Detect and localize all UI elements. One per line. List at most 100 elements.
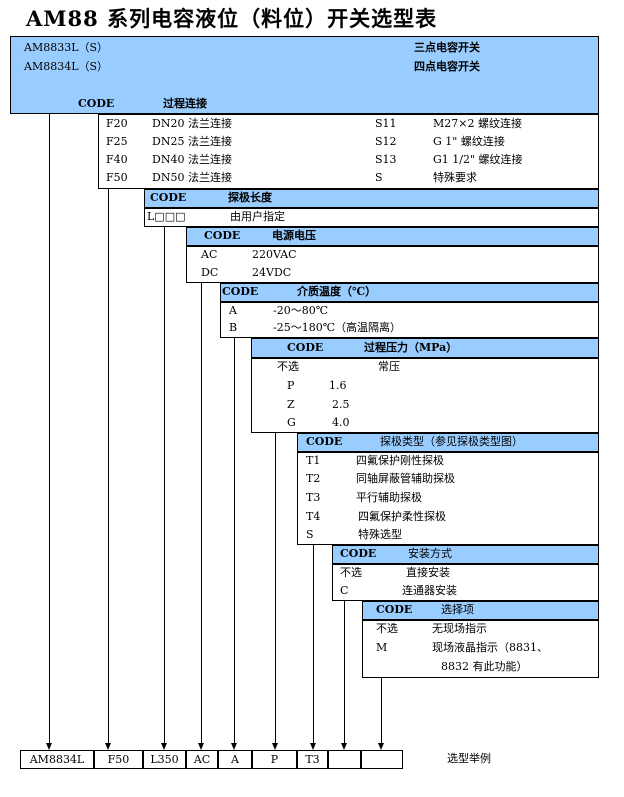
page-title: AM88 系列电容液位（料位）开关选型表	[26, 6, 438, 31]
option-desc: 特殊要求	[433, 171, 477, 184]
option-code: M	[376, 641, 388, 654]
example-label: 选型举例	[447, 752, 491, 765]
section-title-process-pressure: 过程压力（MPa）	[364, 341, 458, 354]
option-code: F25	[106, 135, 128, 148]
option-code: T4	[306, 510, 321, 523]
model-header	[10, 36, 599, 114]
example-cell: AC	[186, 750, 218, 769]
code-label: CODE	[222, 285, 259, 298]
code-label: CODE	[340, 547, 377, 560]
probe-type-header	[297, 433, 599, 452]
section-title-supply-voltage: 电源电压	[272, 229, 316, 242]
option-desc: G 1" 螺纹连接	[433, 135, 505, 148]
option-code: G	[287, 416, 296, 429]
options-table	[362, 620, 599, 678]
supply-voltage-table	[186, 246, 599, 283]
example-cell: T3	[297, 750, 328, 769]
connector-line	[49, 114, 50, 743]
medium-temp-table	[220, 302, 599, 338]
option-desc: 四氟保护刚性探极	[356, 454, 444, 467]
code-label: CODE	[78, 97, 115, 110]
option-code: Z	[287, 398, 295, 411]
connector-line	[108, 189, 109, 743]
option-desc: DN20 法兰连接	[152, 117, 232, 130]
option-desc: 1.6	[329, 379, 347, 392]
option-code: S	[375, 171, 383, 184]
section-title-medium-temp: 介质温度（℃）	[297, 285, 377, 298]
option-code: S11	[375, 117, 397, 130]
option-desc: 直接安装	[406, 566, 450, 579]
option-code: C	[340, 584, 349, 597]
option-desc: 同轴屏蔽管辅助探极	[356, 472, 455, 485]
code-label: CODE	[204, 229, 241, 242]
option-desc: G1 1/2" 螺纹连接	[433, 153, 523, 166]
arrow-icon	[105, 743, 111, 750]
process-pressure-header	[251, 338, 599, 358]
option-desc: 由用户指定	[230, 210, 285, 223]
option-desc: 特殊选型	[358, 528, 402, 541]
option-desc: 4.0	[332, 416, 350, 429]
option-code: 不选	[376, 622, 398, 635]
probe-length-table	[144, 208, 599, 227]
arrow-icon	[310, 743, 316, 750]
arrow-icon	[231, 743, 237, 750]
install-table	[332, 564, 599, 601]
option-desc: DN25 法兰连接	[152, 135, 232, 148]
code-label: CODE	[306, 435, 343, 448]
option-code: F40	[106, 153, 128, 166]
code-label: CODE	[150, 191, 187, 204]
install-header	[332, 545, 599, 564]
option-desc: -25～180℃（高温隔离）	[273, 321, 402, 334]
section-title-probe-type: 探极类型（参见探极类型图）	[380, 435, 523, 448]
example-cell: L350	[143, 750, 186, 769]
option-desc: DN50 法兰连接	[152, 171, 232, 184]
options-header	[362, 601, 599, 620]
option-code: L□□□	[147, 210, 186, 223]
option-desc: M27×2 螺纹连接	[433, 117, 522, 130]
arrow-icon	[46, 743, 52, 750]
model-code: AM8833L（S）	[24, 41, 109, 54]
connector-line	[381, 678, 382, 743]
example-cell: A	[218, 750, 252, 769]
arrow-icon	[272, 743, 278, 750]
arrow-icon	[341, 743, 347, 750]
example-cell	[328, 750, 361, 769]
option-desc: 四氟保护柔性探极	[358, 510, 446, 523]
example-cell: AM8834L	[20, 750, 94, 769]
example-cell	[361, 750, 403, 769]
option-desc: 24VDC	[252, 266, 292, 279]
connector-line	[313, 545, 314, 743]
connector-line	[234, 338, 235, 743]
option-desc: DN40 法兰连接	[152, 153, 232, 166]
model-code: AM8834L（S）	[24, 60, 109, 73]
process-connection-table	[98, 114, 599, 189]
code-label: CODE	[376, 603, 413, 616]
connector-line	[275, 433, 276, 743]
option-code: B	[229, 321, 238, 334]
option-code: T1	[306, 454, 321, 467]
option-desc: 无现场指示	[432, 622, 487, 635]
option-code: S12	[375, 135, 397, 148]
connector-line	[201, 283, 202, 743]
option-code: T2	[306, 472, 321, 485]
option-desc: 常压	[378, 360, 400, 373]
option-code: S	[306, 528, 314, 541]
option-code: 不选	[340, 566, 362, 579]
arrow-icon	[198, 743, 204, 750]
supply-voltage-header	[186, 227, 599, 246]
connector-line	[164, 227, 165, 743]
medium-temp-header	[220, 283, 599, 302]
option-desc: 220VAC	[252, 248, 297, 261]
example-cell: F50	[94, 750, 143, 769]
option-desc: 2.5	[332, 398, 350, 411]
option-code: 不选	[277, 360, 299, 373]
option-code: F20	[106, 117, 128, 130]
option-code: AC	[201, 248, 218, 261]
option-desc: 平行辅助探极	[356, 491, 422, 504]
section-title-process-connection: 过程连接	[163, 97, 207, 110]
option-code: F50	[106, 171, 128, 184]
option-code: A	[229, 304, 237, 317]
option-code: S13	[375, 153, 397, 166]
model-desc: 三点电容开关	[414, 41, 480, 54]
option-code: DC	[201, 266, 219, 279]
